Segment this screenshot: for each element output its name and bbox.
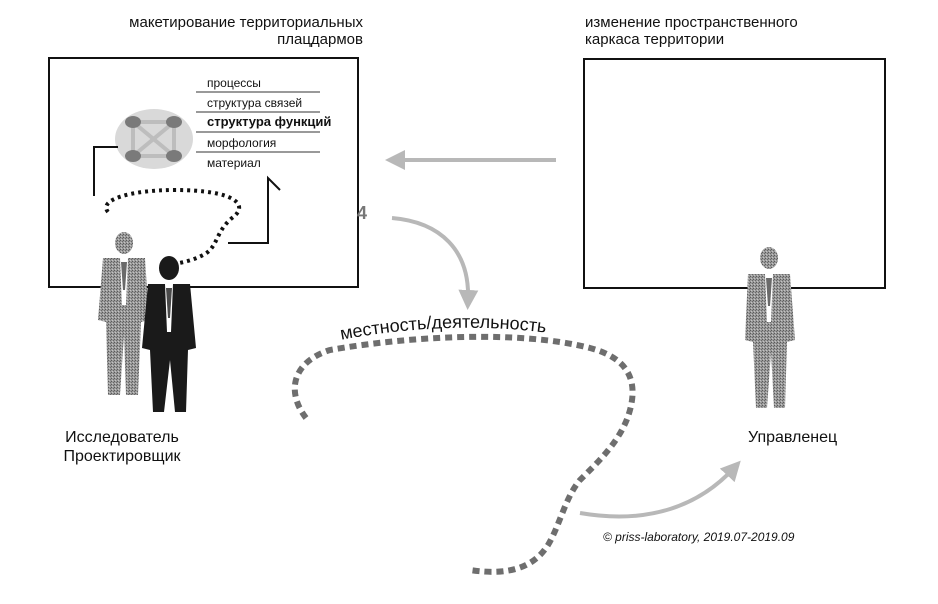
researcher-caption-line2: Проектировщик (63, 448, 181, 465)
arrow-to-manager (579, 460, 741, 519)
designer-figure (142, 256, 196, 412)
left-panel-title-line2: плацдармов (277, 31, 363, 48)
terrain-activity-path (291, 333, 636, 575)
network-node-icon (115, 109, 193, 169)
right-panel-title: изменение пространственного каркаса терр… (585, 14, 798, 48)
manager-caption: Управленец (748, 429, 838, 446)
right-panel-title-line1: изменение пространственного (585, 14, 798, 31)
step-number: 4 (357, 203, 368, 223)
right-bracket-line (228, 175, 281, 244)
right-panel-title-line2: каркаса территории (585, 31, 725, 48)
left-panel-title-line1: макетирование территориальных (129, 14, 363, 31)
layer-processes: процессы (207, 76, 261, 90)
credit-line: © priss-laboratory, 2019.07-2019.09 (603, 530, 795, 544)
researcher-caption: Исследователь Проектировщик (52, 428, 192, 466)
manager-figure (745, 247, 795, 408)
left-panel-frame (48, 57, 359, 288)
layer-functions-structure: структура функций (207, 114, 332, 129)
layer-separators (196, 91, 320, 153)
researcher-caption-line1: Исследователь (65, 429, 179, 446)
arrow-step-down (391, 216, 479, 310)
layer-morphology: морфология (207, 136, 277, 150)
right-panel-frame (583, 58, 886, 289)
layer-links-structure: структура связей (207, 96, 303, 110)
left-panel-title: макетирование территориальных плацдармов (48, 14, 363, 48)
layer-material: материал (207, 156, 261, 170)
researcher-figure (98, 232, 149, 395)
arc-label: местность/деятельность (338, 312, 547, 344)
small-dotted-loop (104, 187, 242, 268)
left-bracket-line (93, 146, 118, 196)
